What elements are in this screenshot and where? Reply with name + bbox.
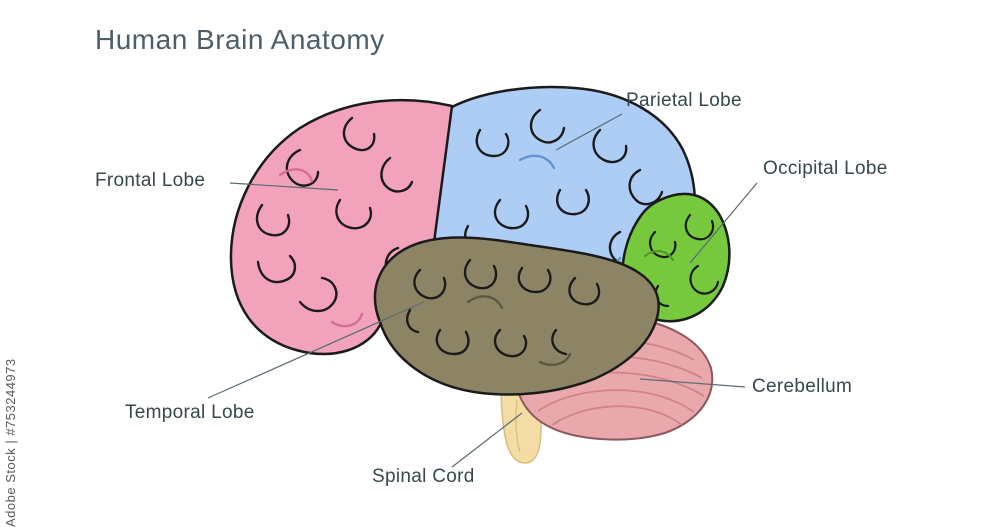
frontal-accent-sulci	[278, 168, 364, 328]
leader-lines	[207, 113, 758, 468]
temporal-accent-sulci	[466, 295, 572, 366]
stock-watermark: Adobe Stock | #753244973	[3, 358, 18, 527]
parietal-leader-line	[555, 113, 623, 151]
label-frontal-lobe: Frontal Lobe	[95, 170, 206, 191]
temporal-leader-line	[207, 301, 425, 399]
spinal-leader-line	[451, 412, 523, 468]
frontal-leader-line	[229, 182, 339, 191]
label-spinal-cord: Spinal Cord	[372, 466, 475, 487]
label-parietal-lobe: Parietal Lobe	[626, 90, 742, 111]
label-cerebellum: Cerebellum	[752, 376, 853, 397]
label-occipital-lobe: Occipital Lobe	[763, 158, 888, 179]
occipital-leader-line	[689, 182, 758, 264]
label-temporal-lobe: Temporal Lobe	[125, 402, 255, 423]
occipital-accent-sulci	[643, 250, 675, 262]
temporal-sulci	[406, 258, 601, 358]
cerebellum-leader-line	[639, 378, 746, 388]
page-title: Human Brain Anatomy	[95, 24, 385, 55]
temporal-lobe-shape	[373, 236, 660, 396]
